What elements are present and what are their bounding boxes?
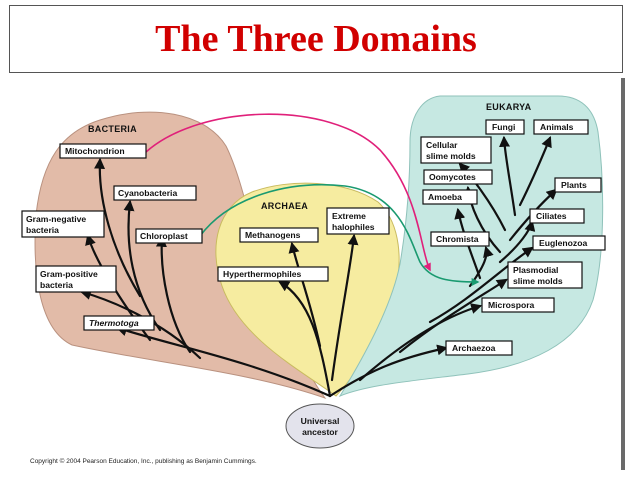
svg-text:Plasmodial: Plasmodial [513, 265, 558, 275]
svg-text:Archaezoa: Archaezoa [452, 343, 496, 353]
svg-text:Microspora: Microspora [488, 300, 535, 310]
svg-text:bacteria: bacteria [40, 280, 73, 290]
group-ciliates: Ciliates [529, 208, 585, 224]
group-archaezoa: Archaezoa [445, 340, 513, 356]
svg-text:Extreme: Extreme [332, 211, 366, 221]
chloroplast-origin-arrow [199, 184, 480, 286]
group-chromista: Chromista [430, 231, 490, 247]
svg-text:Fungi: Fungi [492, 122, 515, 132]
svg-text:Amoeba: Amoeba [428, 192, 462, 202]
svg-text:Plants: Plants [561, 180, 587, 190]
group-euglenozoa: Euglenozoa [532, 235, 606, 251]
svg-text:Hyperthermophiles: Hyperthermophiles [223, 269, 302, 279]
svg-text:Oomycotes: Oomycotes [429, 172, 476, 182]
svg-text:ancestor: ancestor [302, 427, 338, 437]
group-methanogens: Methanogens [239, 227, 319, 243]
svg-text:Universal: Universal [301, 416, 340, 426]
domain-eukarya-label: EUKARYA [486, 102, 532, 112]
group-gram-positive-bacteria: Gram-positive bacteria [35, 265, 117, 293]
group-plants: Plants [554, 177, 602, 193]
group-fungi: Fungi [485, 119, 525, 135]
svg-text:Cyanobacteria: Cyanobacteria [118, 188, 177, 198]
title-box: The Three Domains [9, 5, 623, 73]
group-mitochondrion: Mitochondrion [59, 143, 147, 159]
domain-archaea-label: ARCHAEA [261, 201, 308, 211]
group-cellular-slime-molds: Cellular slime molds [420, 136, 492, 164]
right-edge-bar [621, 78, 625, 470]
svg-text:Gram-negative: Gram-negative [26, 214, 86, 224]
group-chloroplast: Chloroplast [135, 228, 203, 244]
svg-text:Euglenozoa: Euglenozoa [539, 238, 587, 248]
svg-text:Animals: Animals [540, 122, 574, 132]
group-amoeba: Amoeba [422, 189, 478, 205]
svg-text:Ciliates: Ciliates [536, 211, 567, 221]
domain-bacteria-label: BACTERIA [88, 124, 137, 134]
svg-text:Thermotoga: Thermotoga [89, 318, 139, 328]
svg-text:Chromista: Chromista [436, 234, 479, 244]
archaea-branches [278, 233, 359, 398]
copyright-notice: Copyright © 2004 Pearson Education, Inc.… [30, 458, 257, 465]
page-title: The Three Domains [155, 18, 477, 60]
svg-text:Mitochondrion: Mitochondrion [65, 146, 125, 156]
group-hyperthermophiles: Hyperthermophiles [217, 266, 329, 282]
svg-text:Gram-positive: Gram-positive [40, 269, 98, 279]
svg-text:Chloroplast: Chloroplast [140, 231, 188, 241]
universal-ancestor-node: Universal ancestor [285, 403, 355, 449]
svg-text:slime molds: slime molds [426, 151, 476, 161]
group-cyanobacteria: Cyanobacteria [113, 185, 197, 201]
mitochondrion-origin-arrow [145, 113, 431, 272]
svg-text:slime molds: slime molds [513, 276, 563, 286]
svg-text:Methanogens: Methanogens [245, 230, 301, 240]
group-plasmodial-slime-molds: Plasmodial slime molds [507, 261, 583, 289]
group-animals: Animals [533, 119, 589, 135]
svg-text:Cellular: Cellular [426, 140, 458, 150]
group-oomycotes: Oomycotes [423, 169, 493, 185]
svg-text:bacteria: bacteria [26, 225, 59, 235]
svg-text:halophiles: halophiles [332, 222, 375, 232]
group-thermotoga: Thermotoga [83, 315, 155, 331]
group-gram-negative-bacteria: Gram-negative bacteria [21, 210, 105, 238]
group-extreme-halophiles: Extreme halophiles [326, 207, 390, 235]
group-microspora: Microspora [481, 297, 555, 313]
